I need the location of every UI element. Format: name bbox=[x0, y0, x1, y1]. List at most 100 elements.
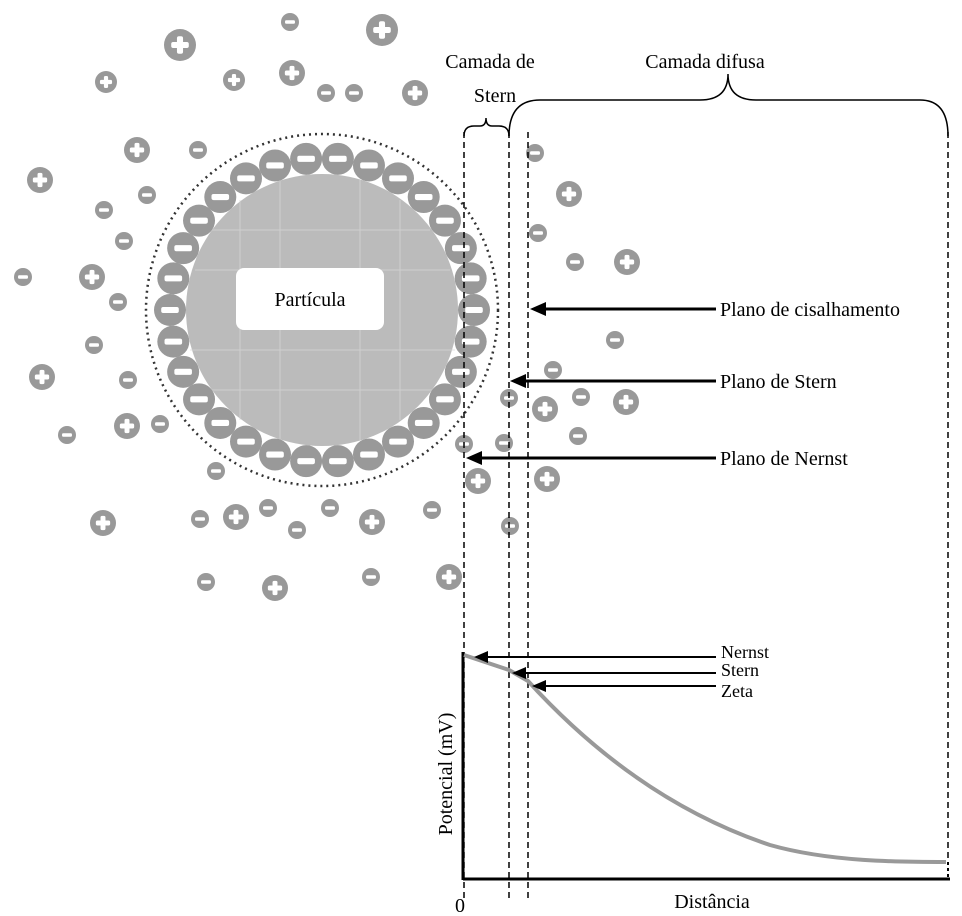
shear-boundary-circle bbox=[144, 132, 500, 488]
origin-label: 0 bbox=[455, 895, 465, 916]
negative-ion-icon bbox=[444, 355, 477, 388]
negative-ion-icon bbox=[569, 427, 587, 445]
negative-ion-icon bbox=[58, 426, 76, 444]
negative-ion-icon bbox=[183, 383, 216, 416]
stern-plane-label: Plano de Stern bbox=[720, 371, 837, 393]
negative-ion-icon bbox=[317, 84, 335, 102]
negative-ion-icon bbox=[230, 162, 262, 195]
negative-ion-icon bbox=[428, 383, 461, 416]
negative-ion-icon bbox=[428, 204, 461, 237]
negative-ion-icon bbox=[157, 325, 190, 358]
negative-ion-icon bbox=[454, 325, 487, 358]
stern-plane-arrowhead bbox=[510, 374, 526, 388]
stern-layer-label-line1: Camada de bbox=[445, 51, 535, 73]
diffuse-layer-label: Camada difusa bbox=[645, 51, 765, 73]
shear-plane-arrowhead bbox=[530, 302, 546, 316]
negative-ion-icon bbox=[407, 181, 440, 214]
negative-ion-icon bbox=[382, 425, 414, 458]
negative-ion-icon bbox=[138, 186, 156, 204]
zeta-potential-arrowhead bbox=[532, 680, 546, 692]
negative-ion-icon bbox=[529, 224, 547, 242]
nernst-potential-arrowhead bbox=[474, 651, 488, 663]
positive-ion-icon bbox=[366, 14, 398, 46]
negative-ion-icon bbox=[204, 181, 237, 214]
positive-ion-icon bbox=[532, 396, 558, 422]
negative-ion-icon bbox=[207, 462, 225, 480]
positive-ion-icon bbox=[79, 264, 105, 290]
positive-ion-icon bbox=[279, 60, 305, 86]
positive-ion-icon bbox=[90, 510, 116, 536]
positive-ion-icon bbox=[534, 466, 560, 492]
negative-ion-icon bbox=[501, 517, 519, 535]
negative-ion-icon bbox=[444, 232, 477, 265]
negative-ion-icon bbox=[566, 253, 584, 271]
negative-ion-icon bbox=[288, 521, 306, 539]
positive-ion-icon bbox=[164, 29, 196, 61]
positive-ion-icon bbox=[95, 71, 117, 93]
negative-ion-icon bbox=[191, 510, 209, 528]
negative-ion-icon bbox=[230, 425, 262, 458]
positive-ion-icon bbox=[359, 509, 385, 535]
negative-ion-icon bbox=[14, 268, 32, 286]
negative-ion-icon bbox=[259, 149, 292, 182]
negative-ion-icon bbox=[154, 294, 186, 326]
positive-ion-icon bbox=[465, 468, 491, 494]
negative-ion-icon bbox=[458, 294, 490, 326]
x-axis-label: Distância bbox=[674, 891, 750, 913]
stern-layer-brace bbox=[463, 117, 510, 137]
nernst-plane-arrowhead bbox=[466, 451, 482, 465]
negative-ion-icon bbox=[151, 415, 169, 433]
negative-ion-icon bbox=[382, 162, 414, 195]
positive-ion-icon bbox=[114, 413, 140, 439]
nernst-potential-label: Nernst bbox=[721, 642, 769, 662]
negative-ion-icon bbox=[259, 438, 292, 471]
positive-ion-icon bbox=[223, 69, 245, 91]
positive-ion-icon bbox=[29, 364, 55, 390]
positive-ion-icon bbox=[124, 137, 150, 163]
positive-ion-icon bbox=[556, 181, 582, 207]
negative-ion-icon bbox=[454, 262, 487, 295]
negative-ion-icon bbox=[281, 13, 299, 31]
negative-ion-icon bbox=[321, 142, 354, 175]
negative-ion-icon bbox=[204, 406, 237, 439]
negative-ion-icon bbox=[572, 388, 590, 406]
positive-ion-icon bbox=[262, 575, 288, 601]
negative-ion-icon bbox=[95, 201, 113, 219]
negative-ion-icon bbox=[259, 499, 277, 517]
negative-ion-icon bbox=[345, 84, 363, 102]
particle-label: Partícula bbox=[274, 289, 345, 311]
negative-ion-icon bbox=[115, 232, 133, 250]
negative-ion-icon bbox=[352, 149, 385, 182]
positive-ion-icon bbox=[613, 389, 639, 415]
negative-ion-icon bbox=[189, 141, 207, 159]
negative-ion-icon bbox=[167, 232, 200, 265]
negative-ion-icon bbox=[321, 499, 339, 517]
positive-ion-icon bbox=[614, 249, 640, 275]
particle-label-box bbox=[236, 268, 384, 330]
negative-ion-icon bbox=[109, 293, 127, 311]
negative-ion-icon bbox=[290, 445, 323, 478]
stern-potential-arrowhead bbox=[512, 667, 526, 679]
negative-ion-icon bbox=[290, 142, 323, 175]
ions-group bbox=[14, 13, 640, 601]
shear-plane-label: Plano de cisalhamento bbox=[720, 299, 900, 321]
negative-ion-icon bbox=[362, 568, 380, 586]
negative-ion-icon bbox=[544, 361, 562, 379]
positive-ion-icon bbox=[436, 564, 462, 590]
negative-ion-icon bbox=[85, 336, 103, 354]
negative-ion-icon bbox=[157, 262, 190, 295]
negative-ion-icon bbox=[321, 445, 354, 478]
negative-ion-icon bbox=[407, 406, 440, 439]
negative-ion-icon bbox=[526, 144, 544, 162]
negative-ion-icon bbox=[606, 331, 624, 349]
negative-ion-icon bbox=[119, 371, 137, 389]
zeta-potential-label: Zeta bbox=[721, 681, 753, 701]
y-axis-label: Potencial (mV) bbox=[435, 713, 457, 836]
diffuse-layer-brace bbox=[508, 73, 949, 137]
negative-ion-icon bbox=[352, 438, 385, 471]
negative-ion-icon bbox=[167, 355, 200, 388]
nernst-plane-label: Plano de Nernst bbox=[720, 448, 848, 470]
stern-potential-label: Stern bbox=[721, 660, 759, 680]
potential-curve bbox=[463, 653, 947, 864]
